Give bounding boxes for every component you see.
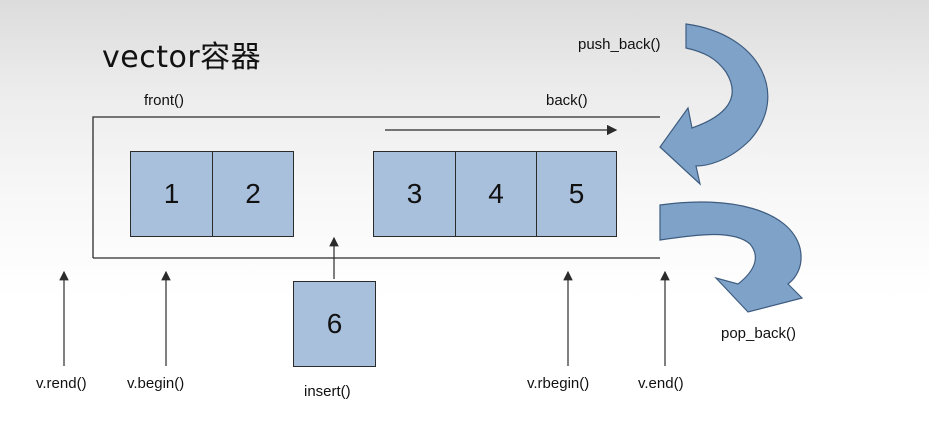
vector-element-2: 2	[212, 151, 294, 237]
push-back-label: push_back()	[578, 36, 661, 53]
container-top-rail	[92, 116, 660, 258]
vector-element-4: 4	[455, 151, 537, 237]
end-label: v.end()	[638, 375, 684, 392]
pop-back-label: pop_back()	[721, 325, 797, 342]
front-label: front()	[144, 92, 185, 109]
insert-element-6: 6	[293, 281, 376, 367]
insert-label: insert()	[304, 383, 351, 400]
begin-label: v.begin()	[127, 375, 185, 392]
vector-element-1: 1	[130, 151, 213, 237]
rbegin-label: v.rbegin()	[527, 375, 590, 392]
push-back-curved-arrow	[659, 23, 769, 186]
rend-label: v.rend()	[36, 375, 87, 392]
back-label: back()	[546, 92, 588, 109]
vector-element-3: 3	[373, 151, 456, 237]
diagram-title: vector容器	[102, 40, 262, 75]
pop-back-curved-arrow	[659, 201, 804, 313]
vector-element-5: 5	[536, 151, 617, 237]
